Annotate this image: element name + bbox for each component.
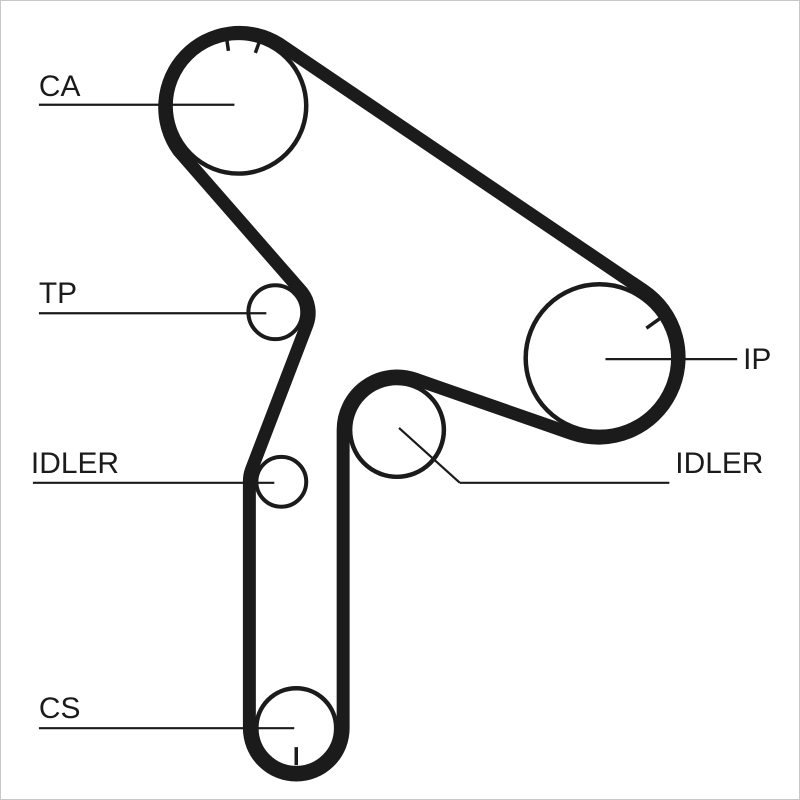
label-idler-right: IDLER [675, 447, 763, 480]
label-idler-left: IDLER [31, 447, 119, 480]
label-tp: TP [39, 277, 77, 310]
timing-belt-path [158, 25, 686, 782]
leader-line-idler-right-diagonal [398, 427, 461, 484]
label-ip: IP [743, 343, 771, 376]
pulley-idler-right [347, 380, 447, 480]
timing-mark-ca-left [224, 36, 231, 52]
label-ca: CA [39, 70, 81, 103]
timing-mark-ip [645, 316, 662, 330]
label-cs: CS [39, 692, 81, 725]
timing-mark-ca-right [253, 38, 262, 54]
